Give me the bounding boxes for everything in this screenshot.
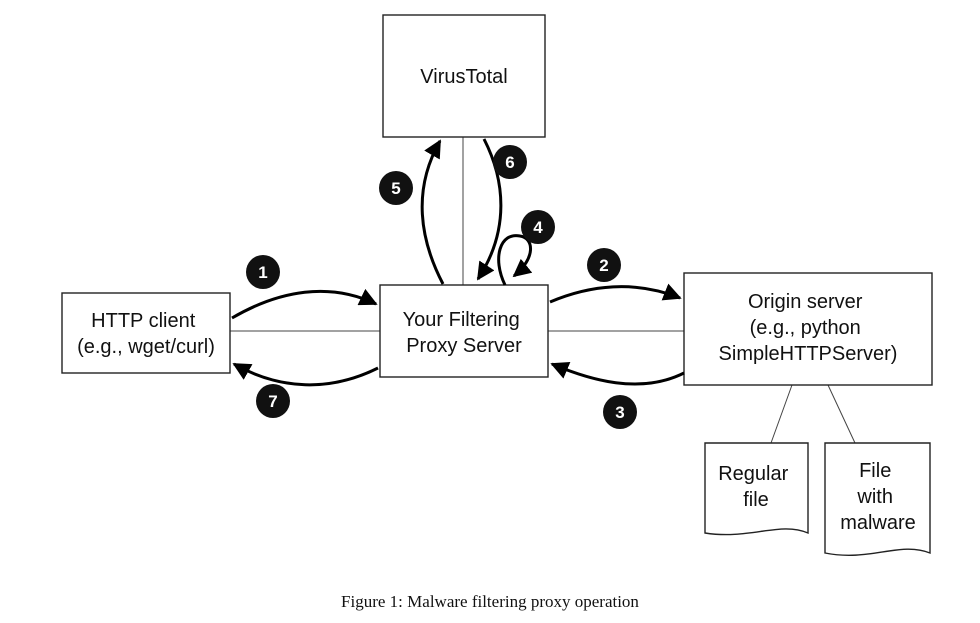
link-origin-malware-file: [827, 384, 856, 444]
step-badge-1-label: 1: [258, 263, 267, 282]
arrow-step-7: [232, 362, 379, 387]
regular-file-label: Regular file: [718, 463, 794, 511]
step-badge-5-label: 5: [391, 179, 400, 198]
step-badge-2-label: 2: [599, 256, 608, 275]
arrow-step-4: [497, 234, 533, 286]
http-client-box: [61, 292, 231, 374]
arrow-step-5: [420, 139, 445, 285]
arrow-step-2: [549, 283, 682, 304]
origin-server-label: Origin server (e.g., python SimpleHTTPSe…: [719, 291, 898, 365]
figure-caption: Figure 1: Malware filtering proxy operat…: [341, 592, 639, 611]
step-badge-3: 3: [603, 395, 637, 429]
step-badge-4: 4: [521, 210, 555, 244]
step-badge-5: 5: [379, 171, 413, 205]
step-badge-4-label: 4: [533, 218, 543, 237]
step-badge-6: 6: [493, 145, 527, 179]
arrow-step-6: [476, 138, 503, 281]
step-badge-7: 7: [256, 384, 290, 418]
proxy-box: [379, 284, 549, 378]
virustotal-label: VirusTotal: [420, 66, 507, 88]
regular-file-doc: [704, 442, 809, 536]
malware-file-doc: [824, 442, 931, 557]
step-badge-6-label: 6: [505, 153, 514, 172]
malware-file-label: File with malware: [840, 460, 916, 534]
proxy-label: Your Filtering Proxy Server: [403, 309, 526, 357]
step-badge-3-label: 3: [615, 403, 624, 422]
arrow-step-3: [550, 361, 685, 386]
link-origin-regular-file: [770, 384, 793, 444]
step-badge-7-label: 7: [268, 392, 277, 411]
origin-server-box: [683, 272, 933, 386]
arrow-step-1: [231, 288, 378, 320]
virustotal-box: [382, 14, 546, 138]
step-badge-2: 2: [587, 248, 621, 282]
http-client-label: HTTP client (e.g., wget/curl): [77, 310, 215, 358]
step-badge-1: 1: [246, 255, 280, 289]
